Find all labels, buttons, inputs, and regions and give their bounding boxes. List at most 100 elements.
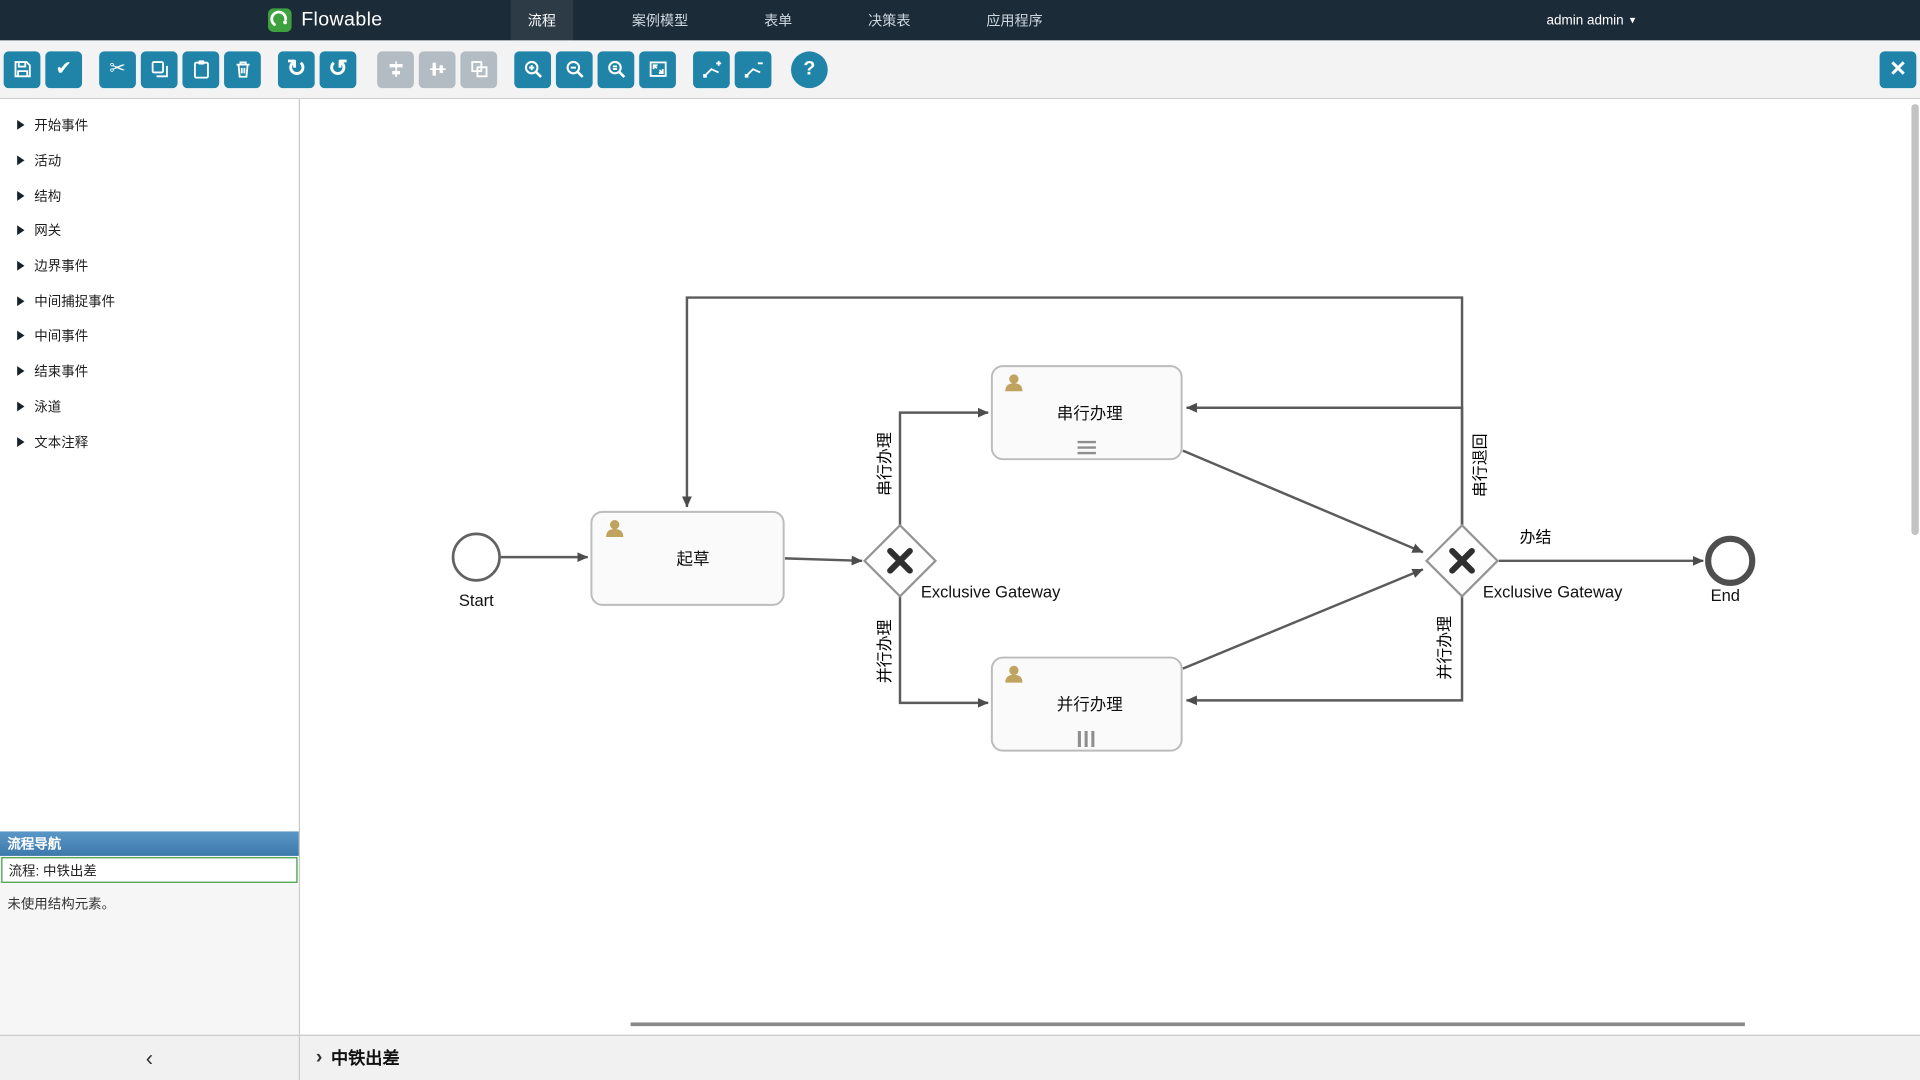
align-vertical-button[interactable] <box>377 50 414 88</box>
redo-icon: ↻ <box>286 56 307 83</box>
edge-serial-to-gateway2[interactable] <box>1182 449 1424 554</box>
start-event-node[interactable] <box>451 532 501 582</box>
chevron-right-icon <box>17 190 25 201</box>
align-horizontal-button[interactable] <box>418 50 456 88</box>
process-title: 中铁出差 <box>331 1048 400 1068</box>
same-size-button[interactable] <box>460 50 498 88</box>
palette-section-text-annotation[interactable]: 文本注释 <box>0 424 299 459</box>
editor-toolbar: ✔ ✂ ↻ ↺ <box>0 40 1920 100</box>
edge-gateway2-to-serial[interactable] <box>1185 402 1464 526</box>
palette-section-boundary-events[interactable]: 边界事件 <box>0 248 299 283</box>
gateway-x-icon <box>1449 547 1475 574</box>
start-event-label: Start <box>459 591 494 610</box>
undo-button[interactable]: ↺ <box>319 50 357 88</box>
bpmn-canvas[interactable]: 串行办理 并行办理 串行退回 并行办理 办结 Start 起草 串行办理 <box>299 99 1920 1035</box>
close-icon: × <box>1890 52 1906 84</box>
palette-section-label: 文本注释 <box>34 435 89 451</box>
copy-button[interactable] <box>140 50 178 88</box>
end-event-node[interactable] <box>1705 535 1756 586</box>
parallel-marker-icon <box>1077 731 1095 747</box>
palette-section-intermediate-catching-events[interactable]: 中间捕捉事件 <box>0 283 299 318</box>
chevron-right-icon <box>17 225 25 236</box>
undo-icon: ↺ <box>328 56 348 83</box>
top-navigation: 流程 案例模型 表单 决策表 应用程序 <box>510 0 1060 41</box>
bottom-bar: ‹ › 中铁出差 <box>0 1034 1920 1080</box>
tab-decision-tables[interactable]: 决策表 <box>868 14 911 29</box>
task-serial-node[interactable] <box>990 365 1183 461</box>
palette-section-label: 中间事件 <box>34 329 89 345</box>
save-button[interactable] <box>3 50 41 88</box>
palette-section-structure[interactable]: 结构 <box>0 178 299 213</box>
bpmn-diagram: 串行办理 并行办理 串行退回 并行办理 办结 Start 起草 串行办理 <box>451 296 1756 752</box>
align-horizontal-icon <box>429 62 445 76</box>
trash-icon <box>235 61 249 78</box>
palette-section-label: 泳道 <box>34 400 62 415</box>
sidebar-collapse-button[interactable]: ‹ <box>0 1035 300 1080</box>
chevron-right-icon <box>17 120 25 131</box>
palette-section-activities[interactable]: 活动 <box>0 143 299 178</box>
redo-button[interactable]: ↻ <box>277 50 315 88</box>
zoom-out-button[interactable] <box>555 50 593 88</box>
palette-section-start-events[interactable]: 开始事件 <box>0 108 299 143</box>
navigator-note: 未使用结构元素。 <box>7 897 116 913</box>
palette-section-gateways[interactable]: 网关 <box>0 213 299 248</box>
palette-section-label: 边界事件 <box>34 259 89 275</box>
zoom-fit-button[interactable] <box>639 50 676 88</box>
palette-section-label: 中间捕捉事件 <box>34 294 116 310</box>
user-menu[interactable]: admin admin ▾ <box>1547 0 1636 40</box>
zoom-actual-button[interactable] <box>597 50 635 88</box>
process-navigator-item[interactable]: 流程: 中铁出差 <box>1 857 298 883</box>
palette-section-swimlanes[interactable]: 泳道 <box>0 389 299 424</box>
delete-button[interactable] <box>224 50 261 88</box>
sequential-marker-icon <box>1077 440 1096 455</box>
palette-section-label: 结构 <box>34 189 62 205</box>
edge-label-serial-return[interactable]: 串行退回 <box>1471 433 1489 497</box>
palette-section-label: 结束事件 <box>34 365 89 380</box>
palette-section-label: 活动 <box>34 154 62 170</box>
edge-label-parallel[interactable]: 并行办理 <box>876 620 894 684</box>
edge-parallel-to-gateway2[interactable] <box>1182 568 1424 670</box>
tab-processes[interactable]: 流程 <box>510 0 574 41</box>
same-size-icon <box>470 61 487 78</box>
task-parallel-node[interactable] <box>990 656 1183 752</box>
check-icon: ✔ <box>55 58 72 79</box>
user-icon <box>1005 665 1023 683</box>
chevron-right-icon <box>17 155 25 166</box>
cut-button[interactable]: ✂ <box>99 50 136 88</box>
edge-label-parallel-return[interactable]: 并行办理 <box>1436 616 1454 680</box>
flowable-logo[interactable]: Flowable <box>267 0 383 40</box>
collapse-left-icon: ‹ <box>145 1045 154 1070</box>
brand-name: Flowable <box>301 9 383 30</box>
remove-bendpoint-button[interactable] <box>734 50 772 88</box>
close-editor-button[interactable]: × <box>1879 51 1917 89</box>
tab-forms[interactable]: 表单 <box>764 14 793 29</box>
edge-gateway1-to-parallel[interactable] <box>898 596 989 708</box>
process-title-bar: › 中铁出差 <box>300 1036 1920 1080</box>
vertical-scrollbar[interactable] <box>1911 104 1919 536</box>
horizontal-scrollbar[interactable] <box>630 1022 1745 1027</box>
edge-draft-to-gateway1[interactable] <box>784 555 863 566</box>
tab-case-models[interactable]: 案例模型 <box>631 14 689 29</box>
task-parallel-label: 并行办理 <box>1057 695 1123 714</box>
zoom-in-button[interactable] <box>514 50 552 88</box>
help-icon: ? <box>803 58 816 79</box>
chevron-right-icon <box>17 331 25 341</box>
task-draft-node[interactable] <box>590 510 785 606</box>
add-bendpoint-button[interactable] <box>693 50 730 88</box>
palette-section-end-events[interactable]: 结束事件 <box>0 354 299 389</box>
paste-button[interactable] <box>182 50 220 88</box>
process-navigator-header[interactable]: 流程导航 <box>0 831 299 856</box>
edge-label-serial[interactable]: 串行办理 <box>876 432 894 496</box>
align-vertical-icon <box>389 61 403 77</box>
help-button[interactable]: ? <box>791 50 828 88</box>
validate-button[interactable]: ✔ <box>45 50 83 88</box>
palette-section-intermediate-events[interactable]: 中间事件 <box>0 319 299 354</box>
edge-label-finish[interactable]: 办结 <box>1520 528 1552 546</box>
chevron-right-icon <box>17 366 25 377</box>
chevron-right-icon <box>17 296 25 306</box>
edge-gateway2-to-parallel[interactable] <box>1185 596 1464 706</box>
tab-apps[interactable]: 应用程序 <box>986 14 1043 29</box>
edge-gateway1-to-serial[interactable] <box>898 407 989 526</box>
exclusive-gateway-2-label: Exclusive Gateway <box>1483 583 1623 602</box>
